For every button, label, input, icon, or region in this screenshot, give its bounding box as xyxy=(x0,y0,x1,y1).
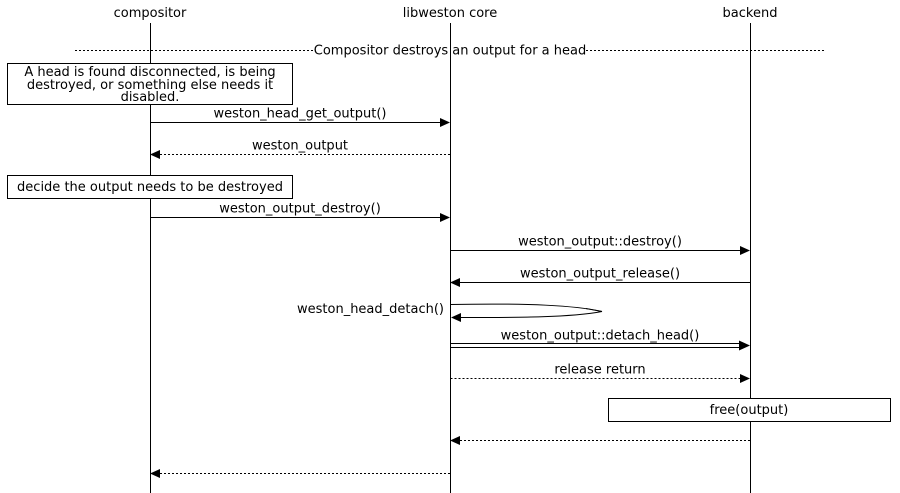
message-return-backend-to-core xyxy=(450,436,751,445)
message-label: release return xyxy=(554,363,645,378)
message-label: weston_head_detach() xyxy=(297,302,444,317)
arrowhead-right xyxy=(740,374,750,383)
arrowhead-right xyxy=(739,340,750,351)
note-line: disabled. xyxy=(121,90,180,105)
note-box xyxy=(7,63,293,105)
arrowhead-left xyxy=(450,436,460,445)
message-weston-output-destroy-vfunc: weston_output::destroy() xyxy=(450,235,750,255)
note-head-disconnected: A head is found disconnected, is being d… xyxy=(7,63,293,105)
note-free-output: free(output) xyxy=(608,398,891,422)
message-weston-head-get-output: weston_head_get_output() xyxy=(150,107,450,127)
note-box xyxy=(7,175,293,199)
message-label: weston_head_get_output() xyxy=(213,107,386,122)
arrowhead-right xyxy=(440,213,450,222)
self-loop-bottom xyxy=(460,311,603,318)
message-label: weston_output_release() xyxy=(520,267,680,282)
message-weston-output-release: weston_output_release() xyxy=(450,267,751,287)
note-line: destroyed, or something else needs it xyxy=(27,78,273,93)
divider-title: Compositor destroys an output for a head xyxy=(314,44,586,59)
message-weston-output-return: weston_output xyxy=(150,139,451,159)
arrowhead-left xyxy=(450,278,460,287)
message-label: weston_output_destroy() xyxy=(219,202,381,217)
self-loop-tip xyxy=(585,308,603,312)
message-weston-output-destroy: weston_output_destroy() xyxy=(150,202,450,222)
arrowhead-left xyxy=(150,150,160,159)
note-line: A head is found disconnected, is being xyxy=(24,65,275,80)
arrowhead-left xyxy=(150,469,160,478)
note-decide-destroy: decide the output needs to be destroyed xyxy=(7,175,293,199)
note-text: free(output) xyxy=(710,403,789,418)
message-weston-head-detach-self: weston_head_detach() xyxy=(297,302,603,322)
self-loop-top xyxy=(450,303,603,312)
note-box xyxy=(608,398,891,422)
actor-label-backend: backend xyxy=(723,6,778,21)
message-return-core-to-compositor xyxy=(150,469,451,478)
actor-label-compositor: compositor xyxy=(114,6,187,21)
note-text: decide the output needs to be destroyed xyxy=(17,180,283,195)
message-label: weston_output xyxy=(252,139,348,154)
arrowhead-left xyxy=(451,313,461,322)
actor-label-libweston-core: libweston core xyxy=(403,6,497,21)
arrowhead-right xyxy=(740,246,750,255)
arrowhead-right xyxy=(440,118,450,127)
message-weston-output-detach-head: weston_output::detach_head() xyxy=(450,329,750,351)
message-label: weston_output::destroy() xyxy=(518,235,682,250)
divider: Compositor destroys an output for a head xyxy=(75,44,825,59)
message-release-return: release return xyxy=(450,363,750,383)
message-label: weston_output::detach_head() xyxy=(501,329,700,344)
